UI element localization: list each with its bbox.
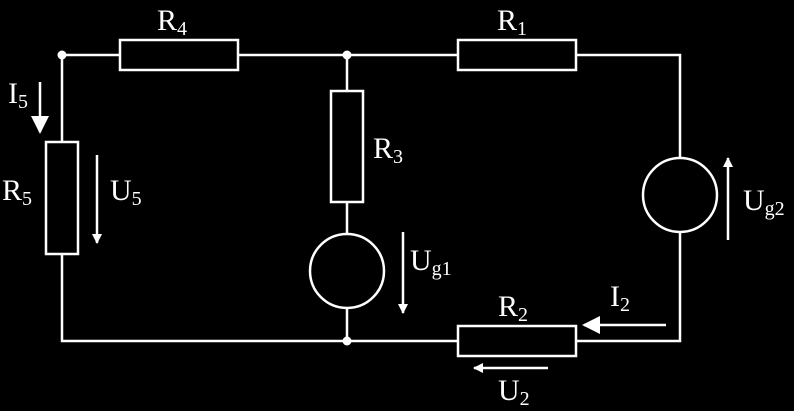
- label-i2: I2: [610, 280, 630, 316]
- label-r4: R4: [157, 4, 187, 40]
- label-r5: R5: [2, 174, 32, 210]
- resistor-r3: [329, 89, 365, 204]
- node-top-middle: [342, 50, 352, 60]
- voltage-source-ug1: [308, 232, 386, 310]
- label-ug2: Ug2: [743, 184, 785, 220]
- label-i5: I5: [8, 77, 28, 113]
- label-u5: U5: [110, 174, 142, 210]
- label-ug1: Ug1: [410, 244, 452, 280]
- label-u2: U2: [498, 374, 530, 410]
- node-bottom-middle: [342, 336, 352, 346]
- label-r1: R1: [497, 4, 527, 40]
- label-r3: R3: [373, 132, 403, 168]
- resistor-r5: [44, 140, 80, 256]
- voltage-source-ug2: [641, 156, 719, 234]
- label-r2: R2: [498, 290, 528, 326]
- node-top-left: [57, 50, 67, 60]
- resistor-r1: [456, 38, 578, 72]
- resistor-r2: [456, 324, 578, 358]
- resistor-r4: [118, 38, 240, 72]
